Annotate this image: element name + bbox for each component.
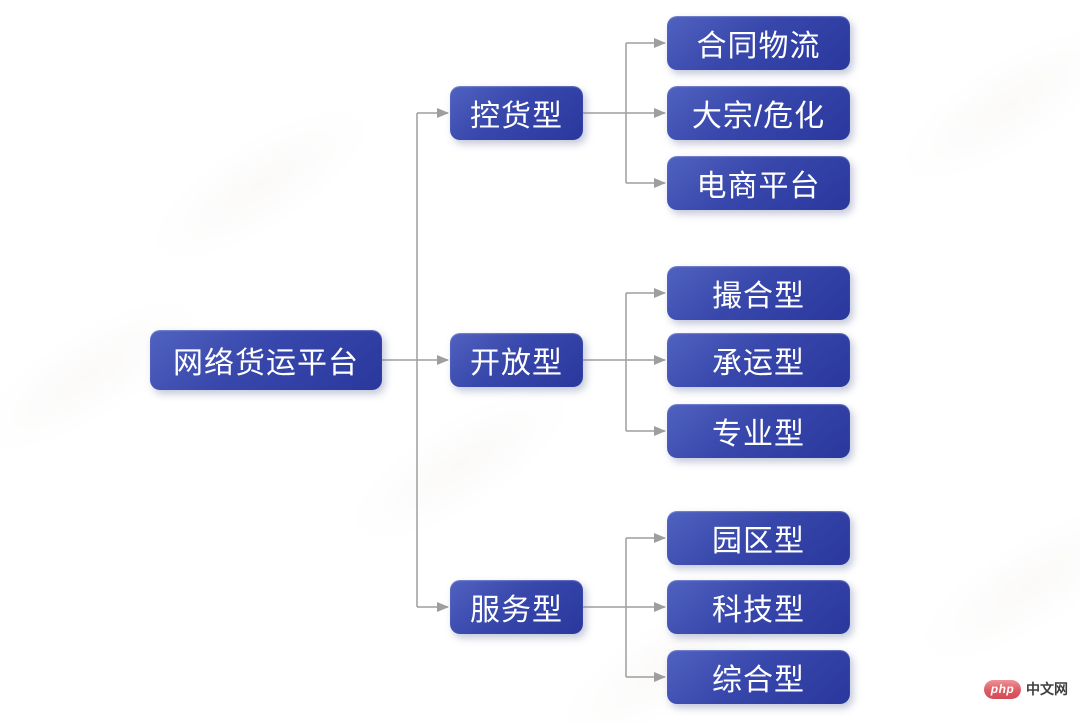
leaf-node-ecommerce-platform: 电商平台 (667, 156, 850, 210)
php-logo: php 中文网 (984, 679, 1068, 699)
root-node: 网络货运平台 (150, 330, 382, 390)
leaf-node-bulk-hazmat: 大宗/危化 (667, 86, 850, 140)
leaf-node-matchmaking: 撮合型 (667, 266, 850, 320)
leaf-node-professional: 专业型 (667, 404, 850, 458)
branch-node-cargo-control: 控货型 (450, 86, 583, 140)
php-logo-text: 中文网 (1026, 681, 1068, 697)
leaf-node-contract-logistics: 合同物流 (667, 16, 850, 70)
leaf-node-technology: 科技型 (667, 580, 850, 634)
php-logo-pill: php (984, 679, 1021, 699)
leaf-node-park: 园区型 (667, 511, 850, 565)
leaf-node-comprehensive: 综合型 (667, 650, 850, 704)
branch-node-service: 服务型 (450, 580, 583, 634)
leaf-node-carrier: 承运型 (667, 333, 850, 387)
branch-node-open: 开放型 (450, 333, 583, 387)
